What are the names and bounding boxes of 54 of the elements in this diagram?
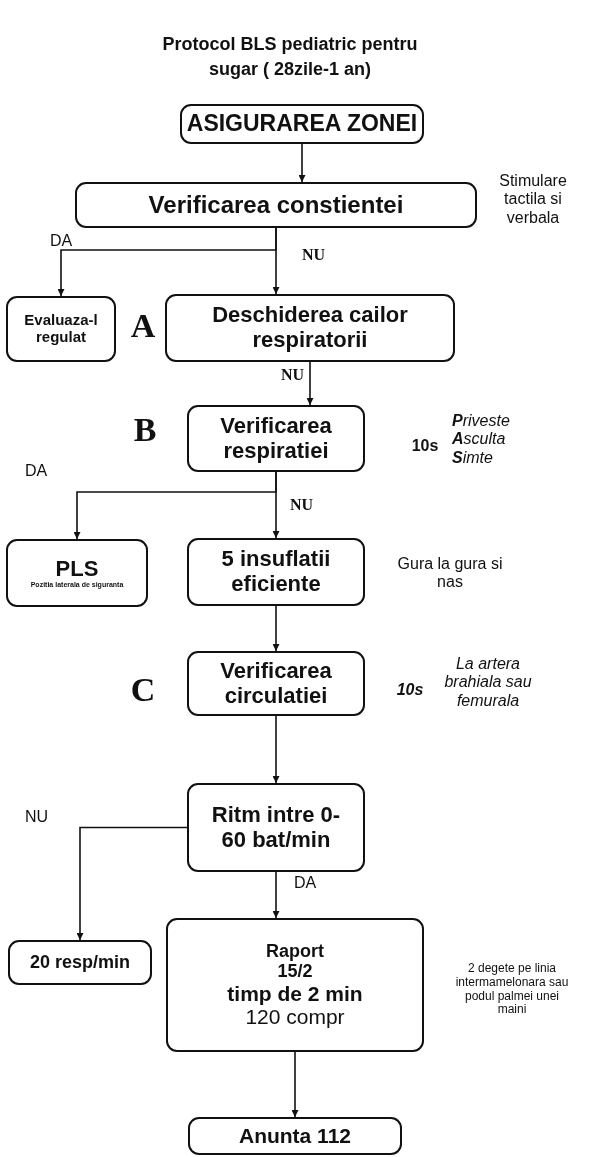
process-box (166, 918, 424, 1052)
arrow (272, 715, 280, 784)
side-note: Priveste Asculta Simte (452, 412, 511, 468)
process-box (187, 783, 365, 872)
node-text: Evaluaza-l regulat (23, 312, 99, 346)
node-text: 15/2 (277, 961, 313, 982)
side-note: 10s (395, 681, 425, 700)
node-text: Anunta 112 (238, 1124, 351, 1148)
edge-label: NU (281, 366, 305, 384)
edge-label: DA (50, 232, 73, 250)
node-text: PLS (55, 556, 99, 582)
step-letter: B (132, 410, 158, 450)
edge-label: DA (294, 874, 317, 892)
node-text: Verificarea circulatiei (219, 658, 333, 709)
process-box (180, 104, 424, 144)
side-note: 10s (410, 437, 440, 456)
arrow (272, 227, 280, 295)
arrow (291, 1051, 299, 1118)
edge-label: NU (302, 246, 326, 264)
node-text: Raport (266, 941, 324, 962)
process-box (165, 294, 455, 362)
node-text: ASIGURAREA ZONEI (186, 111, 418, 137)
arrow (272, 471, 280, 539)
arrow (272, 605, 280, 652)
node-text: Deschiderea cailor respiratorii (211, 303, 409, 353)
edge-label: DA (25, 462, 48, 480)
process-box (6, 539, 148, 607)
node-text: Verificarea constientei (148, 191, 404, 219)
node-text: timp de 2 min (227, 981, 363, 1006)
side-note: Stimulare tactila si verbala (498, 172, 568, 228)
node-text: 5 insuflatii eficiente (220, 547, 332, 597)
process-box (75, 182, 477, 228)
arrow (298, 143, 306, 183)
node-text: 120 compr (245, 1005, 345, 1029)
edge-label: NU (25, 808, 49, 826)
step-letter: A (129, 306, 157, 346)
process-box (187, 405, 365, 472)
node-text: Ritm intre 0-60 bat/min (210, 802, 342, 853)
side-note: 2 degete pe linia intermamelonara sau podul palmei unei maini (454, 962, 570, 1018)
process-box (188, 1117, 402, 1155)
edge-label: NU (290, 496, 314, 514)
process-box (187, 538, 365, 606)
node-text: Verificarea respiratiei (219, 413, 333, 464)
arrow (272, 871, 280, 919)
arrow (76, 826, 188, 941)
diagram-title: Protocol BLS pediatric pentru sugar ( 28zile-1 an) (161, 33, 419, 81)
side-note: Gura la gura si nas (396, 555, 504, 592)
step-letter: C (129, 670, 157, 710)
side-note: La artera brahiala sau femurala (443, 655, 533, 711)
process-box (6, 296, 116, 362)
arrow (306, 361, 314, 406)
process-box (187, 651, 365, 716)
node-text: 20 resp/min (29, 952, 130, 973)
process-box (8, 940, 152, 985)
